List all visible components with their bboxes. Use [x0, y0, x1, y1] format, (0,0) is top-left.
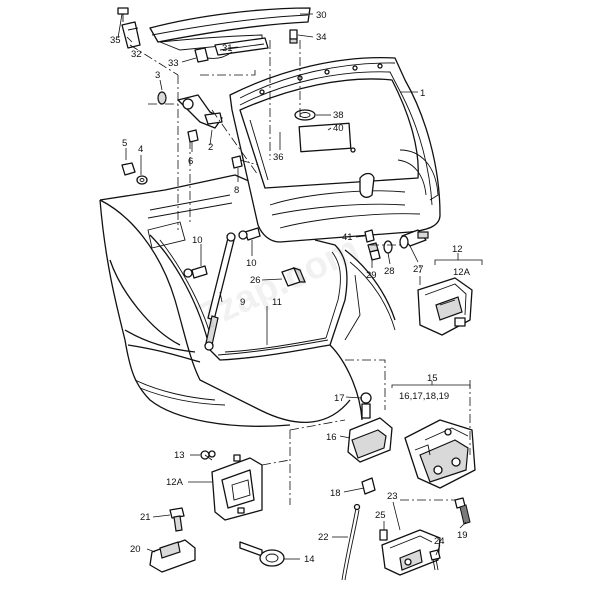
tailgate-assembly [229, 56, 441, 243]
leader-lines [117, 13, 467, 560]
rod [341, 503, 361, 581]
callout-16: 16 [326, 432, 337, 443]
callout-17: 17 [334, 393, 345, 404]
callout-1: 1 [420, 88, 425, 99]
spoiler-bracket [117, 7, 141, 49]
callout-20: 20 [130, 544, 141, 555]
nut-washer [121, 162, 148, 185]
callout-9: 9 [240, 297, 245, 308]
callout-15: 15 [427, 373, 438, 384]
weather-seal [217, 339, 329, 356]
callout-14: 14 [304, 554, 315, 565]
clip-holes [259, 63, 383, 95]
lock-bracket [208, 450, 263, 521]
hook [149, 539, 196, 573]
grommet [294, 109, 316, 121]
brake-light [214, 37, 269, 56]
callout-2: 2 [208, 142, 213, 153]
callout-28: 28 [384, 266, 395, 277]
emblem [359, 172, 375, 198]
callout-31: 31 [222, 43, 233, 54]
clip [361, 477, 376, 495]
connector [194, 47, 233, 63]
label-sticker [298, 122, 352, 153]
callout-40: 40 [333, 123, 344, 134]
callout-15-group: 16,17,18,19 [399, 391, 449, 402]
callout-10b: 10 [246, 258, 257, 269]
callout-23: 23 [387, 491, 398, 502]
callout-4: 4 [138, 144, 143, 155]
callout-13: 13 [174, 450, 185, 461]
bolt-icon [117, 7, 129, 15]
callout-30: 30 [316, 10, 327, 21]
callout-10a: 10 [192, 235, 203, 246]
callout-12A-top: 12A [453, 267, 471, 278]
callout-21: 21 [140, 512, 151, 523]
gas-strut [204, 232, 236, 351]
callout-3: 3 [155, 70, 160, 81]
group-brackets [391, 253, 483, 388]
lock-cylinder [399, 229, 429, 249]
actuator [347, 392, 393, 463]
assembly-lines [129, 40, 471, 505]
callout-labels: 30 35 32 31 33 34 1 3 2 6 5 4 8 38 40 36… [110, 10, 471, 565]
callout-41: 41 [342, 232, 353, 243]
callout-11: 11 [272, 297, 282, 308]
callout-25: 25 [375, 510, 386, 521]
spoiler [149, 7, 311, 56]
ball-stud [183, 265, 208, 279]
striker [379, 529, 441, 576]
callout-8: 8 [234, 185, 239, 196]
handle-switch [417, 277, 473, 336]
callout-18: 18 [330, 488, 341, 499]
callout-6: 6 [188, 156, 193, 167]
callout-34: 34 [316, 32, 327, 43]
callout-38: 38 [333, 110, 344, 121]
callout-26: 26 [250, 275, 261, 286]
callout-12A-bottom: 12A [166, 477, 184, 488]
callout-24: 24 [434, 536, 445, 547]
ball-stud [238, 227, 261, 241]
callout-5: 5 [122, 138, 127, 149]
buffer [281, 267, 306, 287]
callout-27: 27 [413, 264, 424, 275]
bolt [169, 507, 185, 532]
callout-19: 19 [457, 530, 468, 541]
bulb [289, 29, 298, 44]
callout-22: 22 [318, 532, 329, 543]
callout-35: 35 [110, 35, 121, 46]
bolt [429, 549, 441, 571]
callout-12: 12 [452, 244, 463, 255]
callout-32: 32 [131, 49, 142, 60]
key [239, 541, 285, 567]
callout-33: 33 [168, 58, 179, 69]
lock-mechanism [404, 419, 476, 489]
bump-stop [231, 155, 243, 169]
callout-36: 36 [273, 152, 284, 163]
hinge [157, 91, 223, 143]
bolt [454, 497, 471, 525]
callout-29: 29 [366, 270, 377, 281]
